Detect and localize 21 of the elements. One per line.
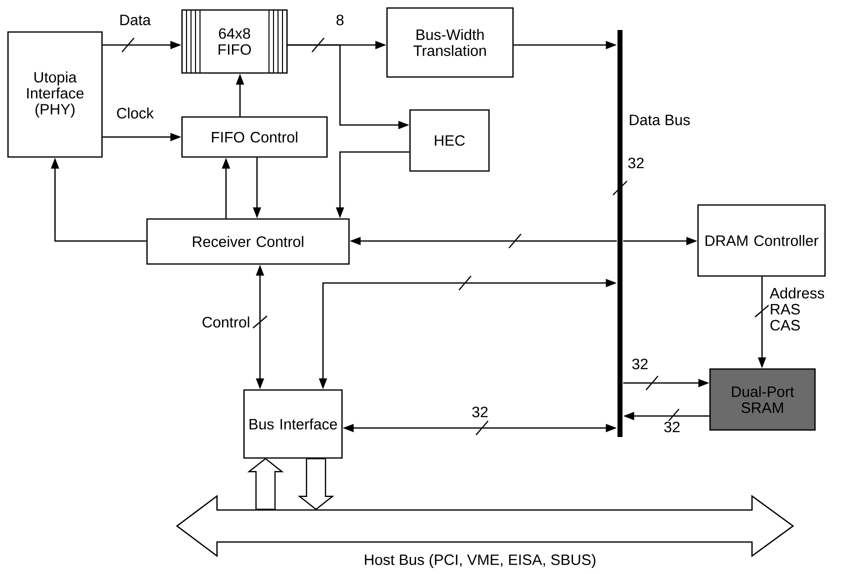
block-box: Bus-Width Translation [386, 7, 514, 78]
edge-label: Data [118, 14, 152, 26]
edge-label: Address RAS CAS [768, 286, 833, 332]
edge-label: 32 [470, 406, 490, 418]
node-label: Host Bus (PCI, VME, EISA, SBUS) [364, 554, 596, 568]
edge-label: Clock [115, 106, 155, 120]
block-box: Utopia Interface (PHY) [7, 31, 103, 158]
fifo-box: 64x8 FIFO [181, 9, 288, 74]
block-box: DRAM Controller [697, 204, 826, 277]
block-box: Receiver Control [146, 218, 350, 265]
block-box: Dual-Port SRAM [709, 368, 816, 431]
block-box: HEC [409, 109, 490, 172]
block-box: FIFO Control [181, 116, 328, 158]
edge-label: 32 [662, 420, 682, 434]
block-box: Bus Interface [243, 389, 343, 459]
edge-label: 8 [334, 14, 346, 26]
bus-label: Data Bus [630, 114, 690, 126]
block-arrow [247, 458, 284, 510]
edge-label: 32 [630, 358, 650, 370]
block-arrow [298, 458, 334, 510]
edge-label: Control [200, 316, 252, 329]
